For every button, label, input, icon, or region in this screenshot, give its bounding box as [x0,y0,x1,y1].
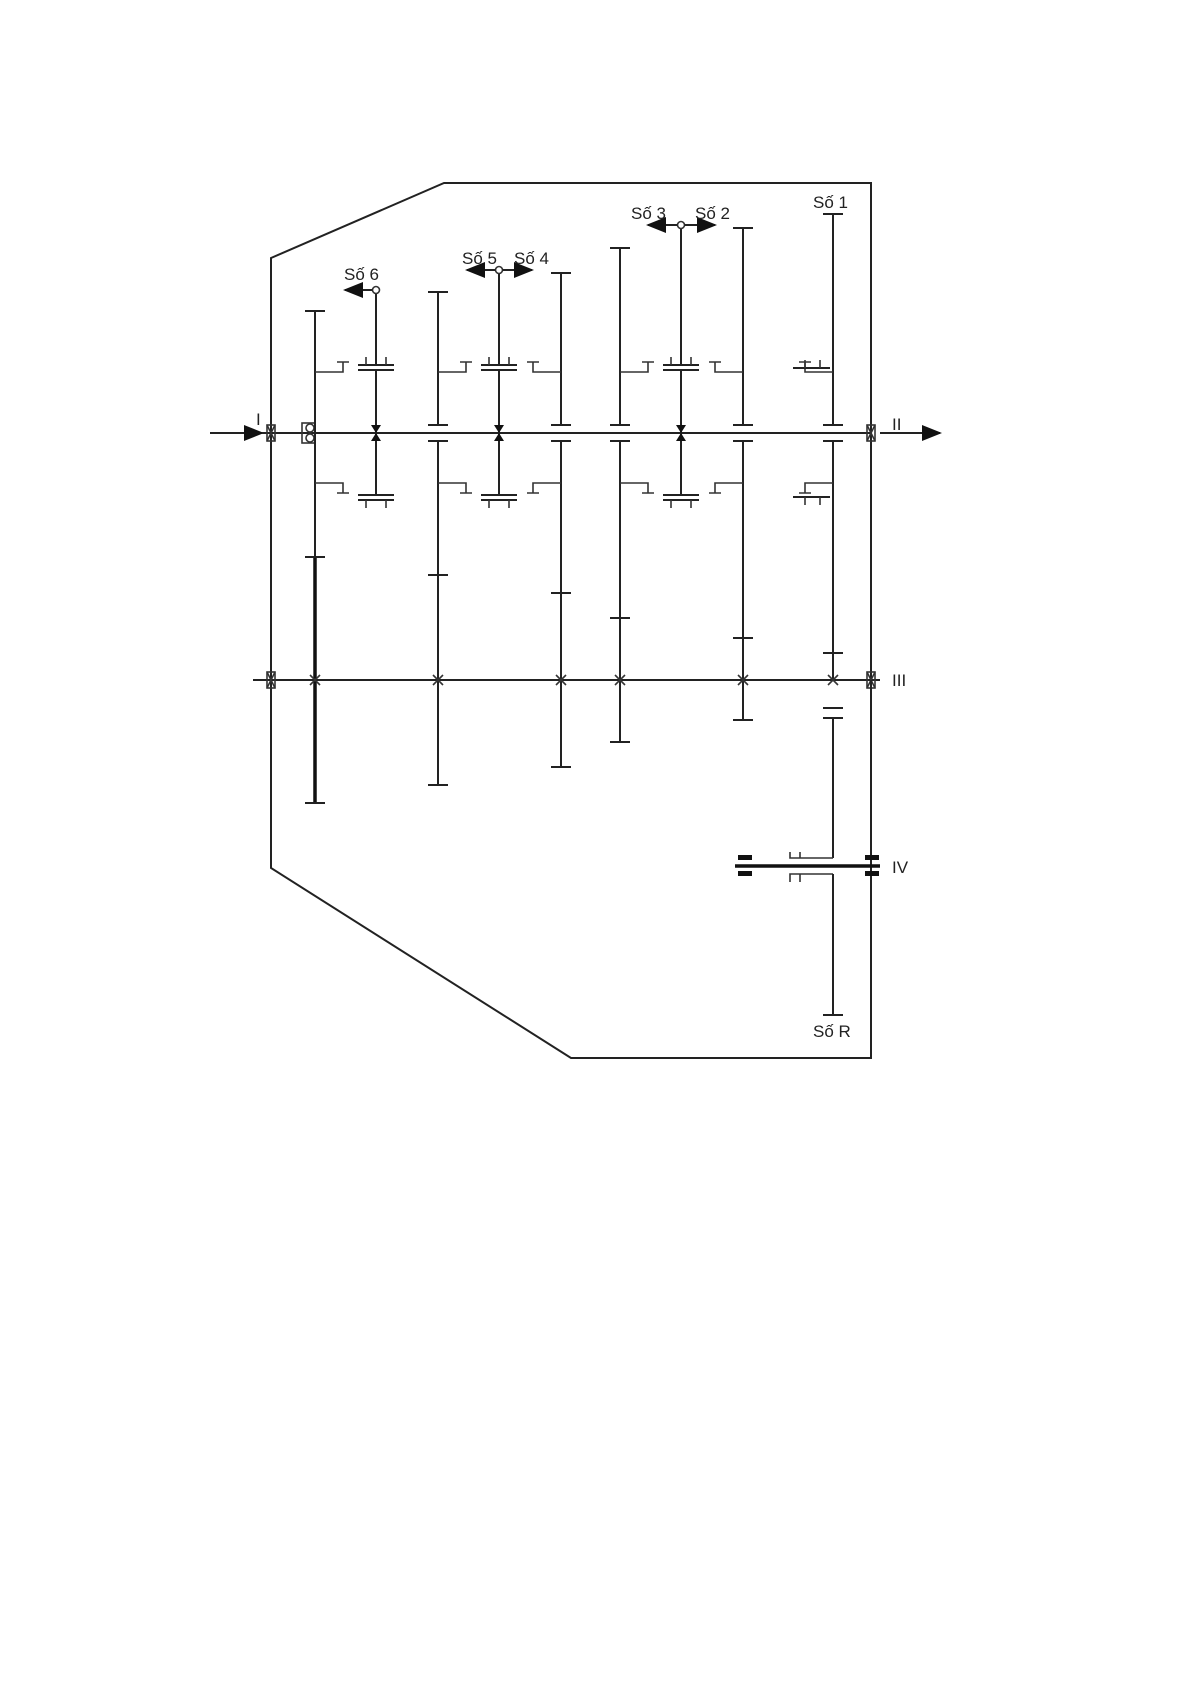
bearing-icon-x2 [266,424,276,442]
synchronizer-1-hub-mark [494,425,504,441]
shaft-label-input: I [256,410,261,429]
gear-3-dog-bottom [620,482,654,494]
reverse-idler [738,680,879,1016]
gear-2-dog-bottom [527,482,561,494]
bearing-block [738,871,752,876]
gear-0-dog-bottom [315,482,349,494]
coupling-roller [305,433,315,443]
bearing-icon [866,424,876,442]
synchronizer-0-hub-mark [371,425,381,441]
gear-3-dog-top [620,361,654,373]
gear-1-dog-bottom [438,482,472,494]
gears [305,213,843,804]
bearing-icon [266,424,276,442]
synchronizer-0-fork-pivot [371,285,381,295]
bearing-block [865,855,879,860]
gear-label-6: Số 6 [344,265,379,284]
gear-2-fixed-mark [555,674,567,686]
shaft-label-output: II [892,415,901,434]
shafts [210,422,942,868]
gear-0-fixed-mark [309,674,321,686]
gear-5-fixed-mark [827,674,839,686]
bearing-icon [266,671,276,689]
reverse-bush-bottom [789,873,833,882]
gear-label-1: Số 1 [813,193,848,212]
gear-4-dog-bottom [709,482,743,494]
bearing-block [865,871,879,876]
gear-4-fixed-mark [737,674,749,686]
shaft-label-reverse: IV [892,858,909,877]
housing [270,182,872,1059]
gear-3-fixed-mark [614,674,626,686]
reverse-bush-top [789,852,833,859]
synchronizer-2-fork-pivot [676,220,686,230]
bearing-icon-x2 [866,424,876,442]
gear-label-2: Số 2 [695,204,730,223]
gear-label-5: Số 5 [462,249,497,268]
gear-4-dog-top [709,361,743,373]
gear-1-dog-top [438,361,472,373]
coupling-roller [305,423,315,433]
gear-0-dog-top [315,361,349,373]
bearing-block [738,855,752,860]
housing-outline [270,182,872,1059]
gear-label-r: Số R [813,1022,851,1041]
shaft-label-counter: III [892,671,906,690]
gear-5-dog-bottom [799,482,833,494]
synchronizer-2-hub-mark [676,425,686,441]
synchronizers [343,217,717,508]
gear-2-dog-top [527,361,561,373]
gear-1-fixed-mark [432,674,444,686]
bearing-icon-x2 [266,671,276,689]
gear-label-3: Số 3 [631,204,666,223]
gear-label-4: Số 4 [514,249,549,268]
